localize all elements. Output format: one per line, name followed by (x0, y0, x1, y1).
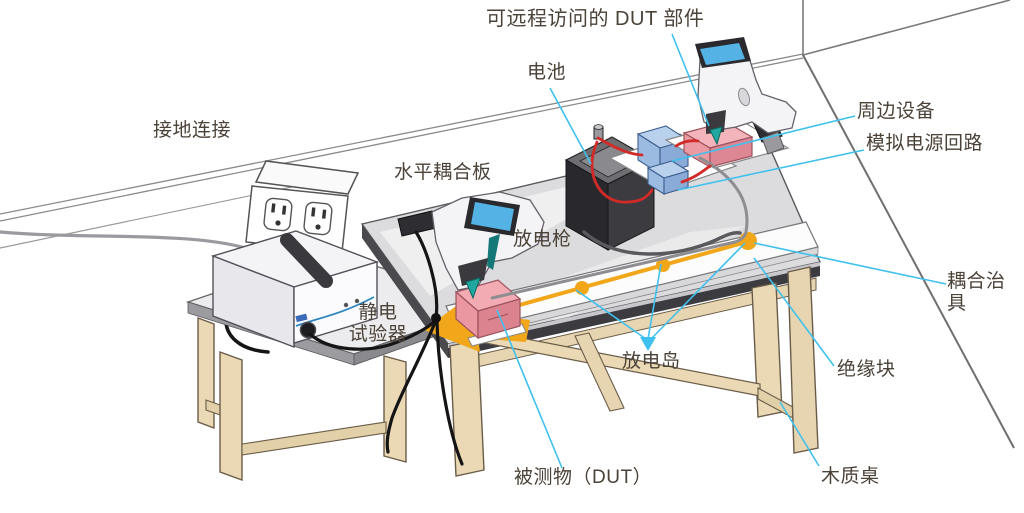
gun1-tip (465, 277, 481, 300)
cable-junction (431, 313, 441, 323)
discharge-island-1 (575, 281, 589, 295)
tester-front-stripe (295, 296, 375, 327)
esd-tester-unit (210, 230, 380, 349)
label-coupling-plate: 水平耦合板 (394, 162, 492, 183)
islands-arrowhead (640, 337, 656, 351)
label-power-loop: 模拟电源回路 (866, 133, 984, 154)
ground-wire (0, 230, 260, 254)
peripheral-box-small (646, 160, 690, 195)
label-battery: 电池 (527, 62, 567, 83)
label-ground-connection: 接地连接 (153, 120, 232, 141)
gun-cables (308, 230, 464, 466)
tester-handle-bar (280, 233, 333, 288)
label-insulation-block: 绝缘块 (837, 359, 896, 380)
label-dut: 被测物（DUT） (514, 467, 653, 488)
label-esd-tester: 静电 试验器 (348, 302, 408, 345)
label-discharge-gun: 放电枪 (513, 229, 572, 250)
discharge-gun-2 (695, 37, 797, 155)
table-leg-front-left (449, 339, 485, 477)
table-leg-back-right (787, 266, 819, 454)
power-loop-wires (590, 136, 712, 204)
gun2-screen (700, 43, 745, 65)
outlet-socket-right (303, 201, 333, 236)
discharge-gun-1 (397, 191, 545, 300)
gun1-screen (471, 202, 514, 231)
tester-brand-badge (295, 313, 308, 323)
label-peripheral: 周边设备 (857, 101, 936, 122)
label-coupling-fixture: 耦合治具 (947, 271, 1006, 314)
battery-cable (582, 230, 742, 256)
label-wooden-table: 木质桌 (821, 466, 880, 487)
label-discharge-island: 放电岛 (622, 351, 681, 372)
leader-lines (496, 33, 947, 469)
gun2-tip (709, 126, 723, 146)
remote-dut-cable (490, 156, 749, 300)
label-remote-dut: 可远程访问的 DUT 部件 (486, 8, 705, 30)
outlet-socket-left (263, 197, 293, 232)
